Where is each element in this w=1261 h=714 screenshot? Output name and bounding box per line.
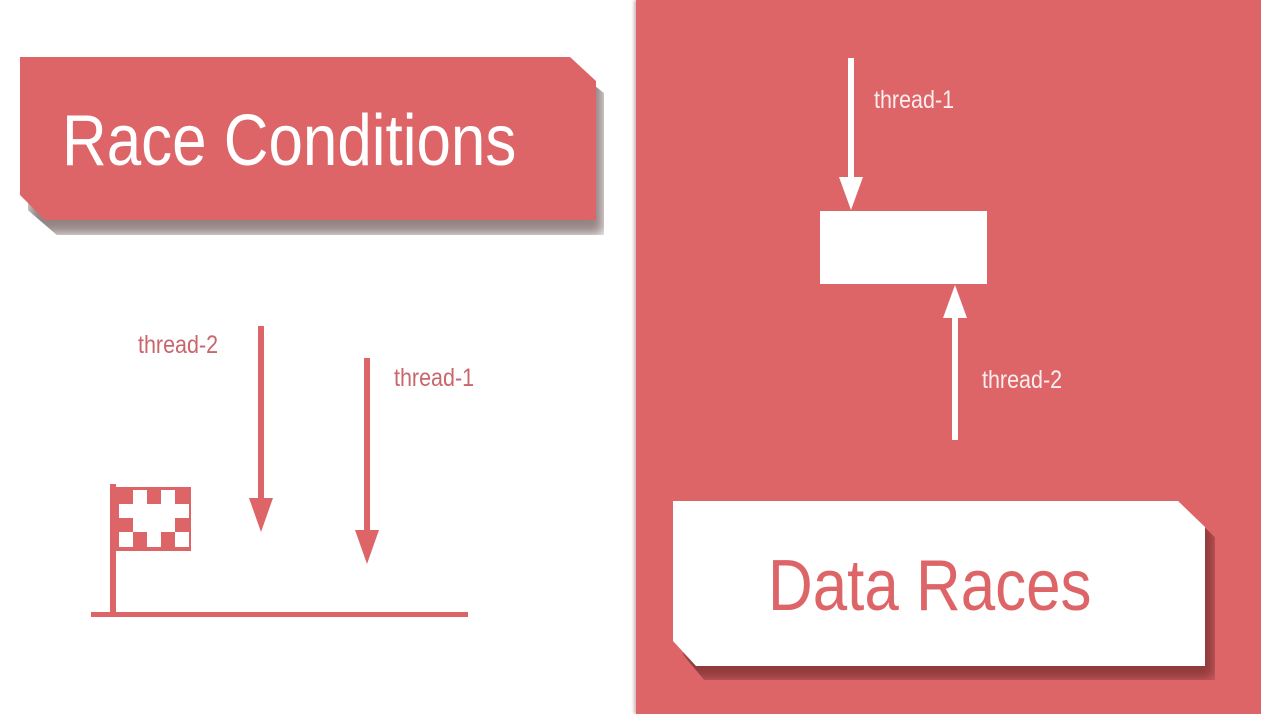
shared-data-box	[820, 211, 987, 284]
thread-2-label-left: thread-2	[138, 331, 219, 359]
thread-1-arrow-down-icon	[355, 358, 379, 564]
data-races-title: Data Races	[768, 546, 1092, 626]
race-conditions-title: Race Conditions	[62, 101, 517, 181]
data-races-banner: Data Races	[673, 501, 1205, 666]
thread-2-arrow-up-icon	[943, 285, 967, 440]
thread-2-label-right: thread-2	[982, 366, 1063, 394]
checkered-flag-icon	[110, 484, 191, 615]
finish-line	[91, 612, 468, 617]
thread-1-arrow-down-icon	[839, 58, 863, 210]
race-conditions-banner: Race Conditions	[20, 57, 596, 220]
thread-2-arrow-down-icon	[249, 326, 273, 532]
thread-1-label-right: thread-1	[874, 86, 955, 114]
thread-1-label-left: thread-1	[394, 364, 475, 392]
